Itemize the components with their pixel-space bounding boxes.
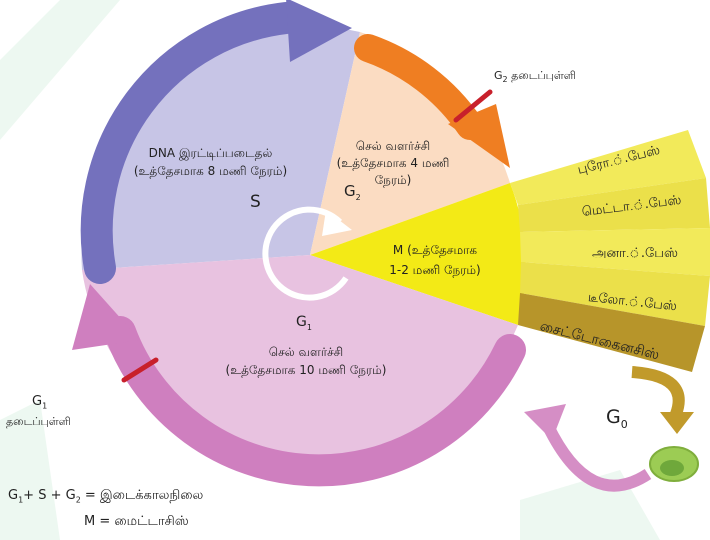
s-phase-arrowhead — [286, 0, 352, 62]
m-phase-sector — [310, 183, 526, 325]
s-phase-arrow-band — [80, 2, 302, 284]
metaphase-band — [518, 178, 710, 232]
g2-checkpoint-label: G2 தடைப்புள்ளி — [494, 68, 576, 88]
g2-checkpoint-text: தடைப்புள்ளி — [511, 69, 576, 82]
g2-phase-symbol: G2 — [344, 182, 361, 202]
g1-phase-arrow-band — [104, 316, 526, 487]
g2-phase-description: செல் வளர்ச்சி (உத்தேசமாக 4 மணி நேரம்) — [318, 138, 468, 189]
m-phase-line1: M (உத்தேசமாக — [392, 243, 478, 257]
g0-subscript: 0 — [620, 417, 628, 431]
g1-checkpoint-marker — [121, 357, 159, 383]
cycle-direction-arrowhead — [322, 210, 352, 236]
g1-checkpoint-text: தடைப்புள்ளி — [6, 415, 71, 428]
cycle-direction-arrow — [262, 206, 349, 301]
background-watermark — [0, 0, 660, 540]
g2-checkpoint-letter: G — [494, 69, 503, 82]
g2-checkpoint-subscript: 2 — [502, 75, 508, 85]
g1-phase-line1: செல் வளர்ச்சி — [268, 345, 344, 359]
g0-exit-arrow — [631, 366, 685, 417]
g0-exit-arrowhead — [660, 412, 694, 434]
s-phase-letter: S — [250, 192, 261, 212]
m-phase-line2: 1-2 மணி நேரம்) — [389, 263, 481, 277]
legend-line2: M = மைட்டாசிஸ் — [84, 514, 189, 529]
g2-phase-sector — [310, 32, 510, 255]
g1-phase-line2: (உத்தேசமாக 10 மணி நேரம்) — [225, 363, 387, 377]
g2-phase-line1: செல் வளர்ச்சி — [355, 139, 431, 153]
legend-g2-subscript: 2 — [75, 495, 81, 505]
legend-s-g2: + S + G — [23, 488, 76, 503]
g1-checkpoint-symbol: G1 — [32, 394, 47, 411]
g0-label: G0 — [606, 406, 628, 431]
g1-phase-subscript: 1 — [306, 322, 312, 332]
m-phase-description: M (உத்தேசமாக 1-2 மணி நேரம்) — [360, 240, 510, 280]
cytokinesis-band — [518, 293, 705, 372]
g0-return-arrowhead — [524, 404, 566, 440]
stage-anaphase: அனா.்.பேஸ் — [592, 246, 678, 261]
g1-phase-description: செல் வளர்ச்சி (உத்தேசமாக 10 மணி நேரம்) — [206, 343, 406, 379]
g2-phase-arrowhead — [448, 104, 510, 168]
g2-phase-line2: (உத்தேசமாக 4 மணி — [336, 156, 450, 170]
legend-line1: G1+ S + G2 = இடைக்காலநிலை — [8, 488, 203, 505]
g2-phase-line3: நேரம்) — [374, 173, 412, 187]
g0-return-arrow — [542, 423, 652, 492]
prophase-band — [510, 130, 706, 205]
legend-interphase: = இடைக்காலநிலை — [80, 488, 204, 503]
g1-phase-letter: G — [296, 314, 307, 330]
s-phase-line2: (உத்தேசமாக 8 மணி நேரம்) — [133, 164, 288, 178]
s-phase-line1: DNA இரட்டிப்படைதல் — [148, 146, 273, 160]
anaphase-band — [520, 228, 710, 276]
g1-phase-symbol: G1 — [296, 314, 312, 332]
s-phase-sector — [81, 26, 360, 271]
g0-cell-nucleus — [660, 460, 684, 476]
g1-checkpoint-subscript: 1 — [42, 401, 48, 411]
g1-checkpoint-letter: G — [32, 394, 43, 409]
g1-phase-arrowhead — [72, 284, 140, 350]
telophase-band — [520, 262, 710, 326]
s-phase-description: DNA இரட்டிப்படைதல் (உத்தேசமாக 8 மணி நேரம… — [108, 144, 313, 180]
g0-letter: G — [606, 406, 621, 428]
g2-checkpoint-marker — [453, 89, 493, 123]
legend-g1-subscript: 1 — [18, 495, 24, 505]
legend-g1-letter: G — [8, 488, 19, 503]
g2-phase-subscript: 2 — [355, 193, 361, 202]
g2-phase-letter: G — [344, 182, 356, 200]
